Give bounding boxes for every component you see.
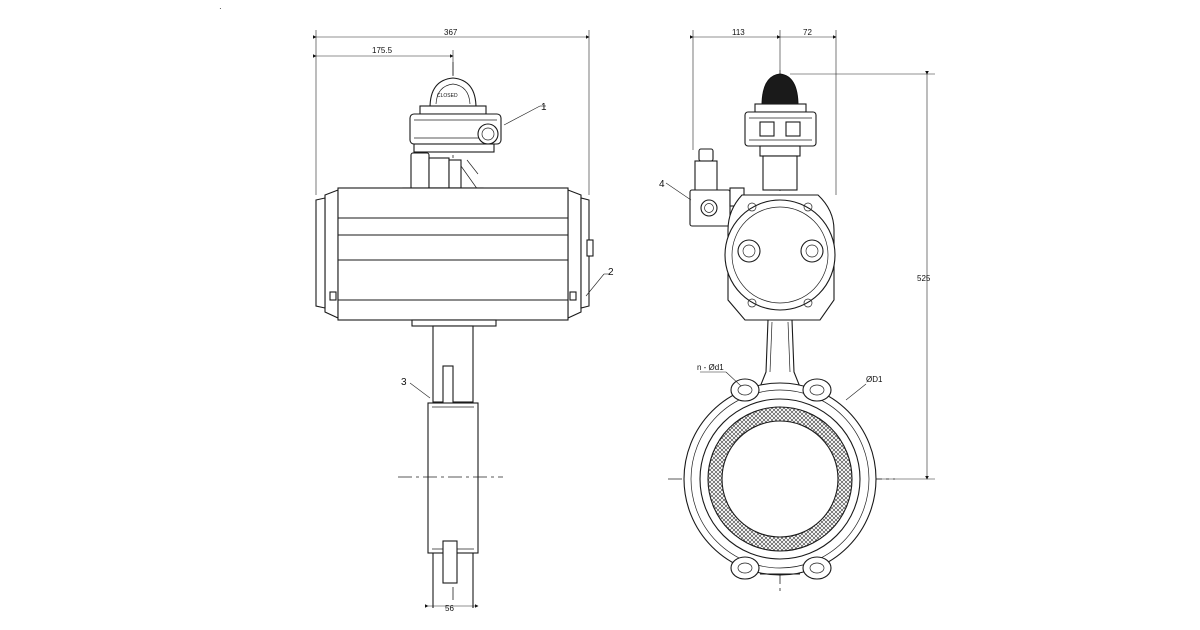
valve-body-side bbox=[398, 319, 503, 608]
left-view: 367 175.5 CLOSED bbox=[313, 28, 614, 613]
dim-72-label: 72 bbox=[803, 28, 812, 37]
dim-half-width: 175.5 bbox=[313, 46, 454, 75]
valve-body-front bbox=[683, 378, 877, 580]
actuator-end-face bbox=[724, 194, 836, 321]
corner-mark: · bbox=[219, 4, 222, 13]
callout-1-label: 1 bbox=[541, 102, 547, 113]
dim-56-label: 56 bbox=[445, 604, 454, 613]
limit-switch-box: CLOSED bbox=[409, 77, 502, 153]
pneumatic-actuator bbox=[315, 187, 594, 321]
dim-367-label: 367 bbox=[444, 28, 458, 37]
callout-1: 1 bbox=[503, 102, 547, 126]
dim-175-5-label: 175.5 bbox=[372, 46, 393, 55]
label-flange-diameter: ØD1 bbox=[845, 375, 883, 401]
dim-525-label: 525 bbox=[917, 274, 931, 283]
dim-113-label: 113 bbox=[732, 28, 745, 37]
right-view: 113 72 525 bbox=[659, 28, 935, 594]
callout-4-label: 4 bbox=[659, 179, 665, 190]
label-bolt-holes: n - Ød1 bbox=[697, 363, 742, 387]
dim-top-offsets: 113 72 bbox=[690, 28, 837, 195]
callout-3-label: 3 bbox=[401, 377, 407, 388]
flange-diameter-label: ØD1 bbox=[866, 375, 883, 384]
closed-indicator-text: CLOSED bbox=[437, 93, 458, 99]
valve-neck bbox=[757, 319, 803, 393]
callout-2: 2 bbox=[585, 267, 614, 297]
callout-4: 4 bbox=[659, 179, 692, 201]
callout-3: 3 bbox=[401, 377, 431, 399]
dim-stem-width: 56 bbox=[425, 604, 479, 613]
callout-2-label: 2 bbox=[608, 267, 614, 278]
limit-switch-side bbox=[744, 73, 817, 191]
bolt-holes-label: n - Ød1 bbox=[697, 363, 724, 372]
